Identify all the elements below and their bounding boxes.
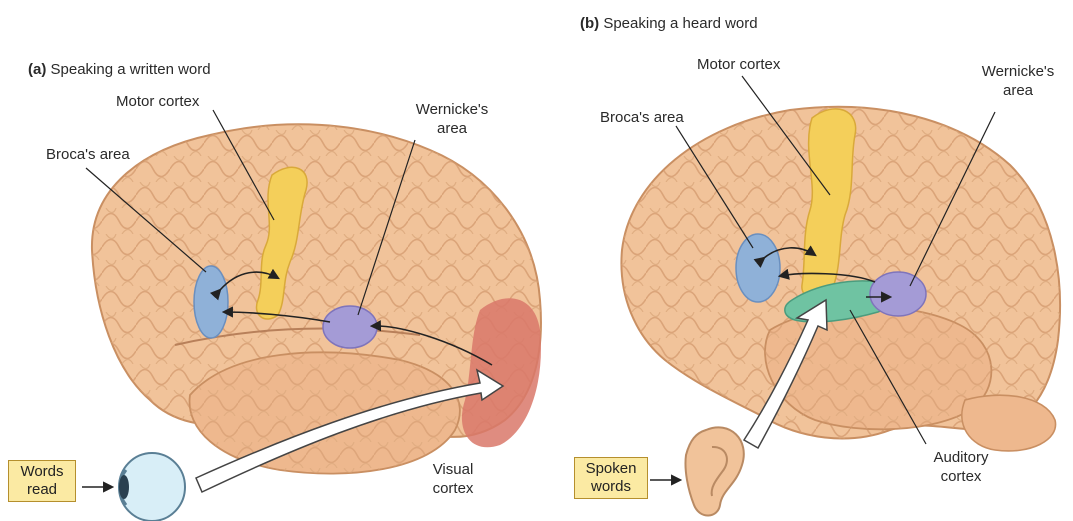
wernickes-area-label-b: Wernicke's area — [968, 62, 1068, 100]
panel-a-title: (a) Speaking a written word — [28, 60, 211, 79]
brocas-area-label-a: Broca's area — [46, 145, 130, 164]
wernickes-area-region-b — [870, 272, 926, 316]
words-read-line1: Words — [9, 461, 75, 481]
brain-a — [92, 124, 541, 473]
motor-cortex-label-b: Motor cortex — [697, 55, 780, 74]
wernickes-line1-b: Wernicke's — [968, 62, 1068, 81]
brain-b-cerebellum — [962, 395, 1056, 451]
motor-cortex-label-a: Motor cortex — [116, 92, 199, 111]
brocas-area-region-a — [194, 266, 228, 338]
auditory-line2: cortex — [916, 467, 1006, 486]
visual-line2: cortex — [418, 479, 488, 498]
auditory-line1: Auditory — [916, 448, 1006, 467]
spoken-words-box: Spoken words — [574, 457, 648, 499]
visual-cortex-label: Visual cortex — [418, 460, 488, 498]
spoken-words-line1: Spoken — [575, 458, 647, 478]
panel-b-tag: (b) — [580, 15, 599, 32]
eye-icon — [119, 453, 185, 521]
panel-a-title-text: Speaking a written word — [51, 61, 211, 78]
spoken-words-line2: words — [575, 478, 647, 496]
words-read-line2: read — [9, 481, 75, 499]
wernickes-line1-a: Wernicke's — [400, 100, 504, 119]
panel-b-title-text: Speaking a heard word — [603, 15, 757, 32]
words-read-box: Words read — [8, 460, 76, 502]
panel-a-tag: (a) — [28, 61, 46, 78]
brocas-area-region-b — [736, 234, 780, 302]
auditory-cortex-label: Auditory cortex — [916, 448, 1006, 486]
wernickes-area-region-a — [323, 306, 377, 348]
wernickes-line2-a: area — [400, 119, 504, 138]
panel-b-title: (b) Speaking a heard word — [580, 14, 758, 33]
brain-b — [621, 107, 1060, 451]
wernickes-line2-b: area — [968, 81, 1068, 100]
visual-line1: Visual — [418, 460, 488, 479]
wernickes-area-label-a: Wernicke's area — [400, 100, 504, 138]
brocas-area-label-b: Broca's area — [600, 108, 684, 127]
ear-icon — [685, 427, 743, 515]
